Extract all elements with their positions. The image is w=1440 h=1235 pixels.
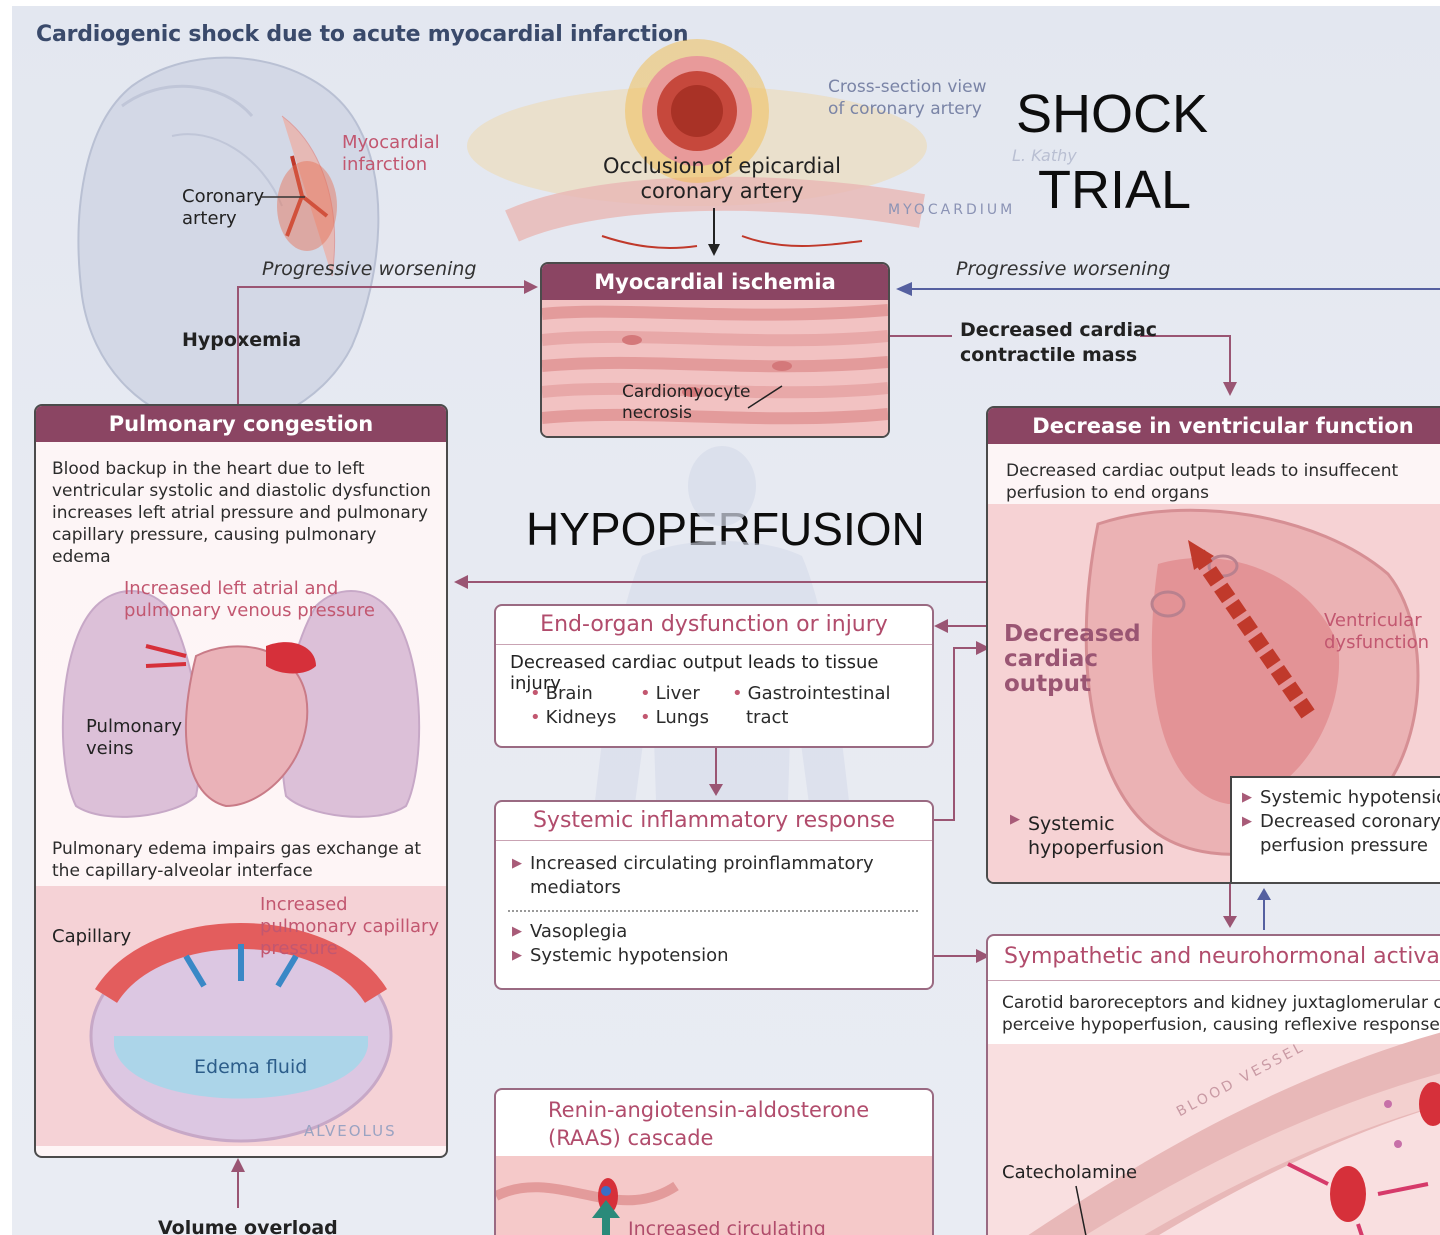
organ-item: •Kidneys bbox=[530, 706, 616, 730]
hypotension-callout: ▶Systemic hypotensio ▶Decreased coronary… bbox=[1230, 776, 1440, 884]
inflammatory-box: Systemic inflammatory response ▶Increase… bbox=[494, 800, 934, 990]
inflammatory-item: ▶Vasoplegia bbox=[512, 920, 912, 944]
organ-item: •Lungs bbox=[640, 706, 709, 730]
sympathetic-divider bbox=[988, 980, 1440, 981]
organ-item: •Gastrointestinal bbox=[732, 682, 890, 706]
inflammatory-header: Systemic inflammatory response bbox=[496, 802, 932, 841]
dotted-divider bbox=[508, 910, 918, 912]
ventricular-function-header: Decrease in ventricular function bbox=[988, 408, 1440, 444]
catecholamine-leader bbox=[1074, 1186, 1104, 1235]
organ-item-continued: tract bbox=[732, 706, 890, 730]
sympathetic-header: Sympathetic and neurohormonal activatio bbox=[1004, 944, 1440, 969]
ventricular-function-box: Decrease in ventricular function Decreas… bbox=[986, 406, 1440, 884]
ventricular-dysfunction-label: Ventricular dysfunction bbox=[1324, 610, 1440, 654]
organ-item: •Brain bbox=[530, 682, 616, 706]
hypotension-item: ▶Systemic hypotensio bbox=[1242, 786, 1440, 810]
figure-canvas: Cardiogenic shock due to acute myocardia… bbox=[12, 6, 1440, 1235]
raas-circulating-label: Increased circulating bbox=[628, 1218, 826, 1235]
inflammatory-item: ▶Systemic hypotension bbox=[512, 944, 912, 968]
ventricular-intro-text: Decreased cardiac output leads to insuff… bbox=[1006, 460, 1406, 504]
end-organ-box: End-organ dysfunction or injury Decrease… bbox=[494, 604, 934, 748]
hypotension-item: ▶Decreased coronary perfusion pressure bbox=[1242, 810, 1440, 858]
organ-item: •Liver bbox=[640, 682, 709, 706]
organ-list-col2: •Liver •Lungs bbox=[640, 682, 709, 730]
inflammatory-top-list: ▶Increased circulating proinflammatory m… bbox=[512, 852, 912, 900]
inflammatory-item: ▶Increased circulating proinflammatory m… bbox=[512, 852, 912, 900]
systemic-hypoperfusion-item: ▶Systemic hypoperfusion bbox=[1010, 812, 1168, 860]
sympathetic-box: Sympathetic and neurohormonal activatio … bbox=[986, 934, 1440, 1235]
inflammatory-bottom-list: ▶Vasoplegia ▶Systemic hypotension bbox=[512, 920, 912, 968]
raas-header: Renin-angiotensin-aldosterone (RAAS) cas… bbox=[548, 1096, 908, 1152]
blood-vessel-illustration bbox=[988, 1044, 1440, 1235]
sympathetic-intro-text: Carotid baroreceptors and kidney juxtagl… bbox=[1002, 992, 1440, 1036]
catecholamine-label: Catecholamine bbox=[1002, 1162, 1137, 1184]
end-organ-header: End-organ dysfunction or injury bbox=[496, 606, 932, 645]
organ-list-col3: •Gastrointestinal tract bbox=[732, 682, 890, 730]
decreased-output-label: Decreased cardiac output bbox=[1004, 622, 1184, 697]
organ-list-col1: •Brain •Kidneys bbox=[530, 682, 616, 730]
raas-box: Renin-angiotensin-aldosterone (RAAS) cas… bbox=[494, 1088, 934, 1235]
